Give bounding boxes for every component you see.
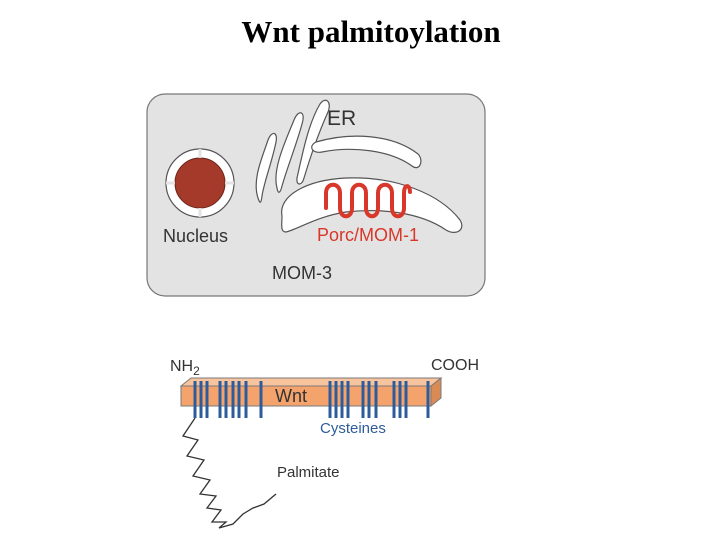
mom3-label: MOM-3	[272, 263, 332, 283]
n-terminus-label: NH2	[170, 358, 200, 378]
nucleus-label: Nucleus	[163, 226, 228, 246]
nucleus	[165, 148, 235, 218]
er-label: ER	[327, 107, 356, 130]
cysteines	[193, 381, 430, 418]
n-terminus-text: NH	[170, 358, 193, 375]
page-title: Wnt palmitoylation	[241, 14, 501, 49]
wnt-label: Wnt	[275, 386, 307, 406]
palmitate-label: Palmitate	[277, 464, 340, 481]
porc-mom1-label: Porc/MOM-1	[317, 225, 419, 245]
palmitate-chain	[181, 417, 277, 529]
n-terminus-subscript: 2	[193, 364, 200, 378]
c-terminus-label: COOH	[431, 357, 479, 374]
porc-mom1-enzyme	[324, 182, 412, 219]
cysteines-label: Cysteines	[320, 420, 386, 437]
